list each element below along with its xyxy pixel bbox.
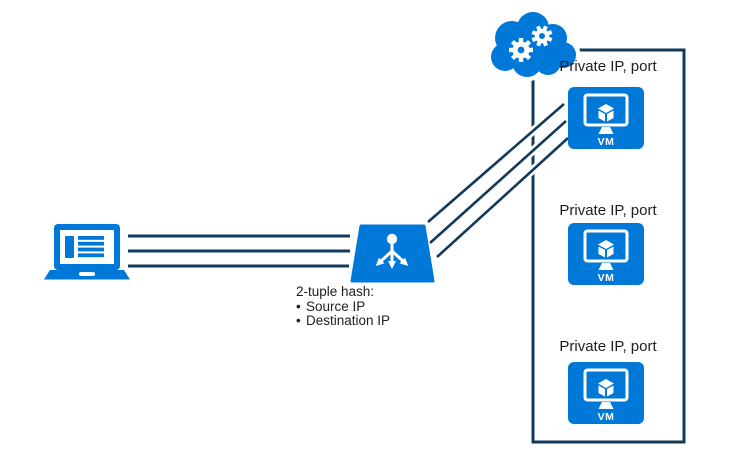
cloud-gears-icon — [486, 7, 581, 82]
hash-caption-item-text: Source IP — [306, 298, 366, 314]
backend-pool-box — [531, 48, 686, 444]
vm-badge-text: VM — [598, 136, 615, 148]
gear-icon — [509, 38, 533, 62]
vm-badge-text: VM — [598, 411, 615, 423]
hash-caption-title: 2-tuple hash: — [296, 284, 375, 299]
bullet-icon: • — [296, 313, 301, 328]
vm-icon: VM — [568, 87, 644, 149]
bullet-icon: • — [296, 298, 301, 314]
flow-line — [427, 103, 565, 223]
vm-icon: VM — [568, 223, 644, 285]
vm-label: Private IP, port — [559, 202, 657, 219]
vm-icon: VM — [568, 362, 644, 424]
flow-line — [436, 137, 569, 258]
laptop-icon — [44, 224, 130, 280]
hash-caption-item-text: Destination IP — [306, 313, 391, 328]
gear-icon — [531, 25, 553, 47]
client-to-lb-lines — [128, 234, 350, 268]
vm-badge-text: VM — [598, 272, 615, 284]
lb-to-vm-lines — [425, 100, 571, 260]
hash-caption-item: • Source IP — [296, 298, 390, 315]
load-balancer-icon — [350, 224, 435, 283]
hash-caption: 2-tuple hash: • Source IP • Destination … — [296, 284, 391, 329]
flow-line — [429, 120, 567, 244]
vm-label: Private IP, port — [559, 58, 657, 75]
vm-label: Private IP, port — [559, 338, 657, 355]
hash-caption-item: • Destination IP — [296, 313, 391, 329]
